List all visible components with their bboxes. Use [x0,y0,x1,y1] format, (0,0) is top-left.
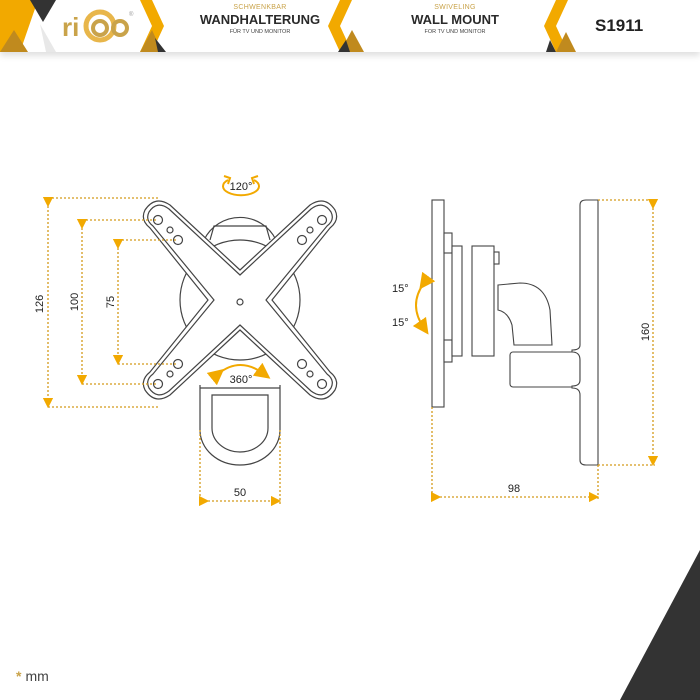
title-de-main: WANDHALTERUNG [199,12,321,27]
unit-note: *mm [16,668,49,684]
tilt-down-label: 15° [392,317,409,329]
dim-160: 160 [640,323,652,341]
tilt-up-label: 15° [392,283,409,295]
title-en-main: WALL MOUNT [411,12,499,27]
svg-text:ri: ri [62,12,79,42]
dim-98: 98 [508,483,520,495]
dim-126: 126 [34,295,46,313]
dim-100: 100 [69,293,81,311]
side-view [431,199,599,466]
dim-75: 75 [105,296,117,308]
corner-decoration [620,550,700,700]
side-dimension-lines [430,198,659,503]
title-en: SWIVELING WALL MOUNT FOR TV UND MONITOR [385,4,525,35]
model-number: S1911 [595,16,644,35]
dim-50: 50 [234,487,246,499]
ricoo-logo: ri ® [62,9,134,43]
tilt-arrow-icon [412,271,436,335]
rotation-360-label: 360° [230,374,253,386]
svg-text:®: ® [129,11,134,18]
rotation-360-icon [206,362,271,386]
caption-de: FÜR TV UND MONITOR [229,29,291,35]
front-dimension-lines [42,196,282,507]
title-de: SCHWENKBAR WANDHALTERUNG FÜR TV UND MONI… [185,4,335,35]
header-decoration [0,0,576,52]
header-banner: ri ® SCHWENKBAR WANDHALTERUNG FÜR TV UND… [0,0,700,52]
unit-label: mm [25,668,49,684]
rotation-120-label: 120° [230,181,253,193]
subtitle-de: SCHWENKBAR [233,4,287,11]
caption-en: FOR TV UND MONITOR [424,29,486,35]
asterisk-icon: * [16,668,22,684]
front-view [142,200,338,466]
rotation-120-icon [222,175,260,197]
subtitle-en: SWIVELING [434,4,476,11]
